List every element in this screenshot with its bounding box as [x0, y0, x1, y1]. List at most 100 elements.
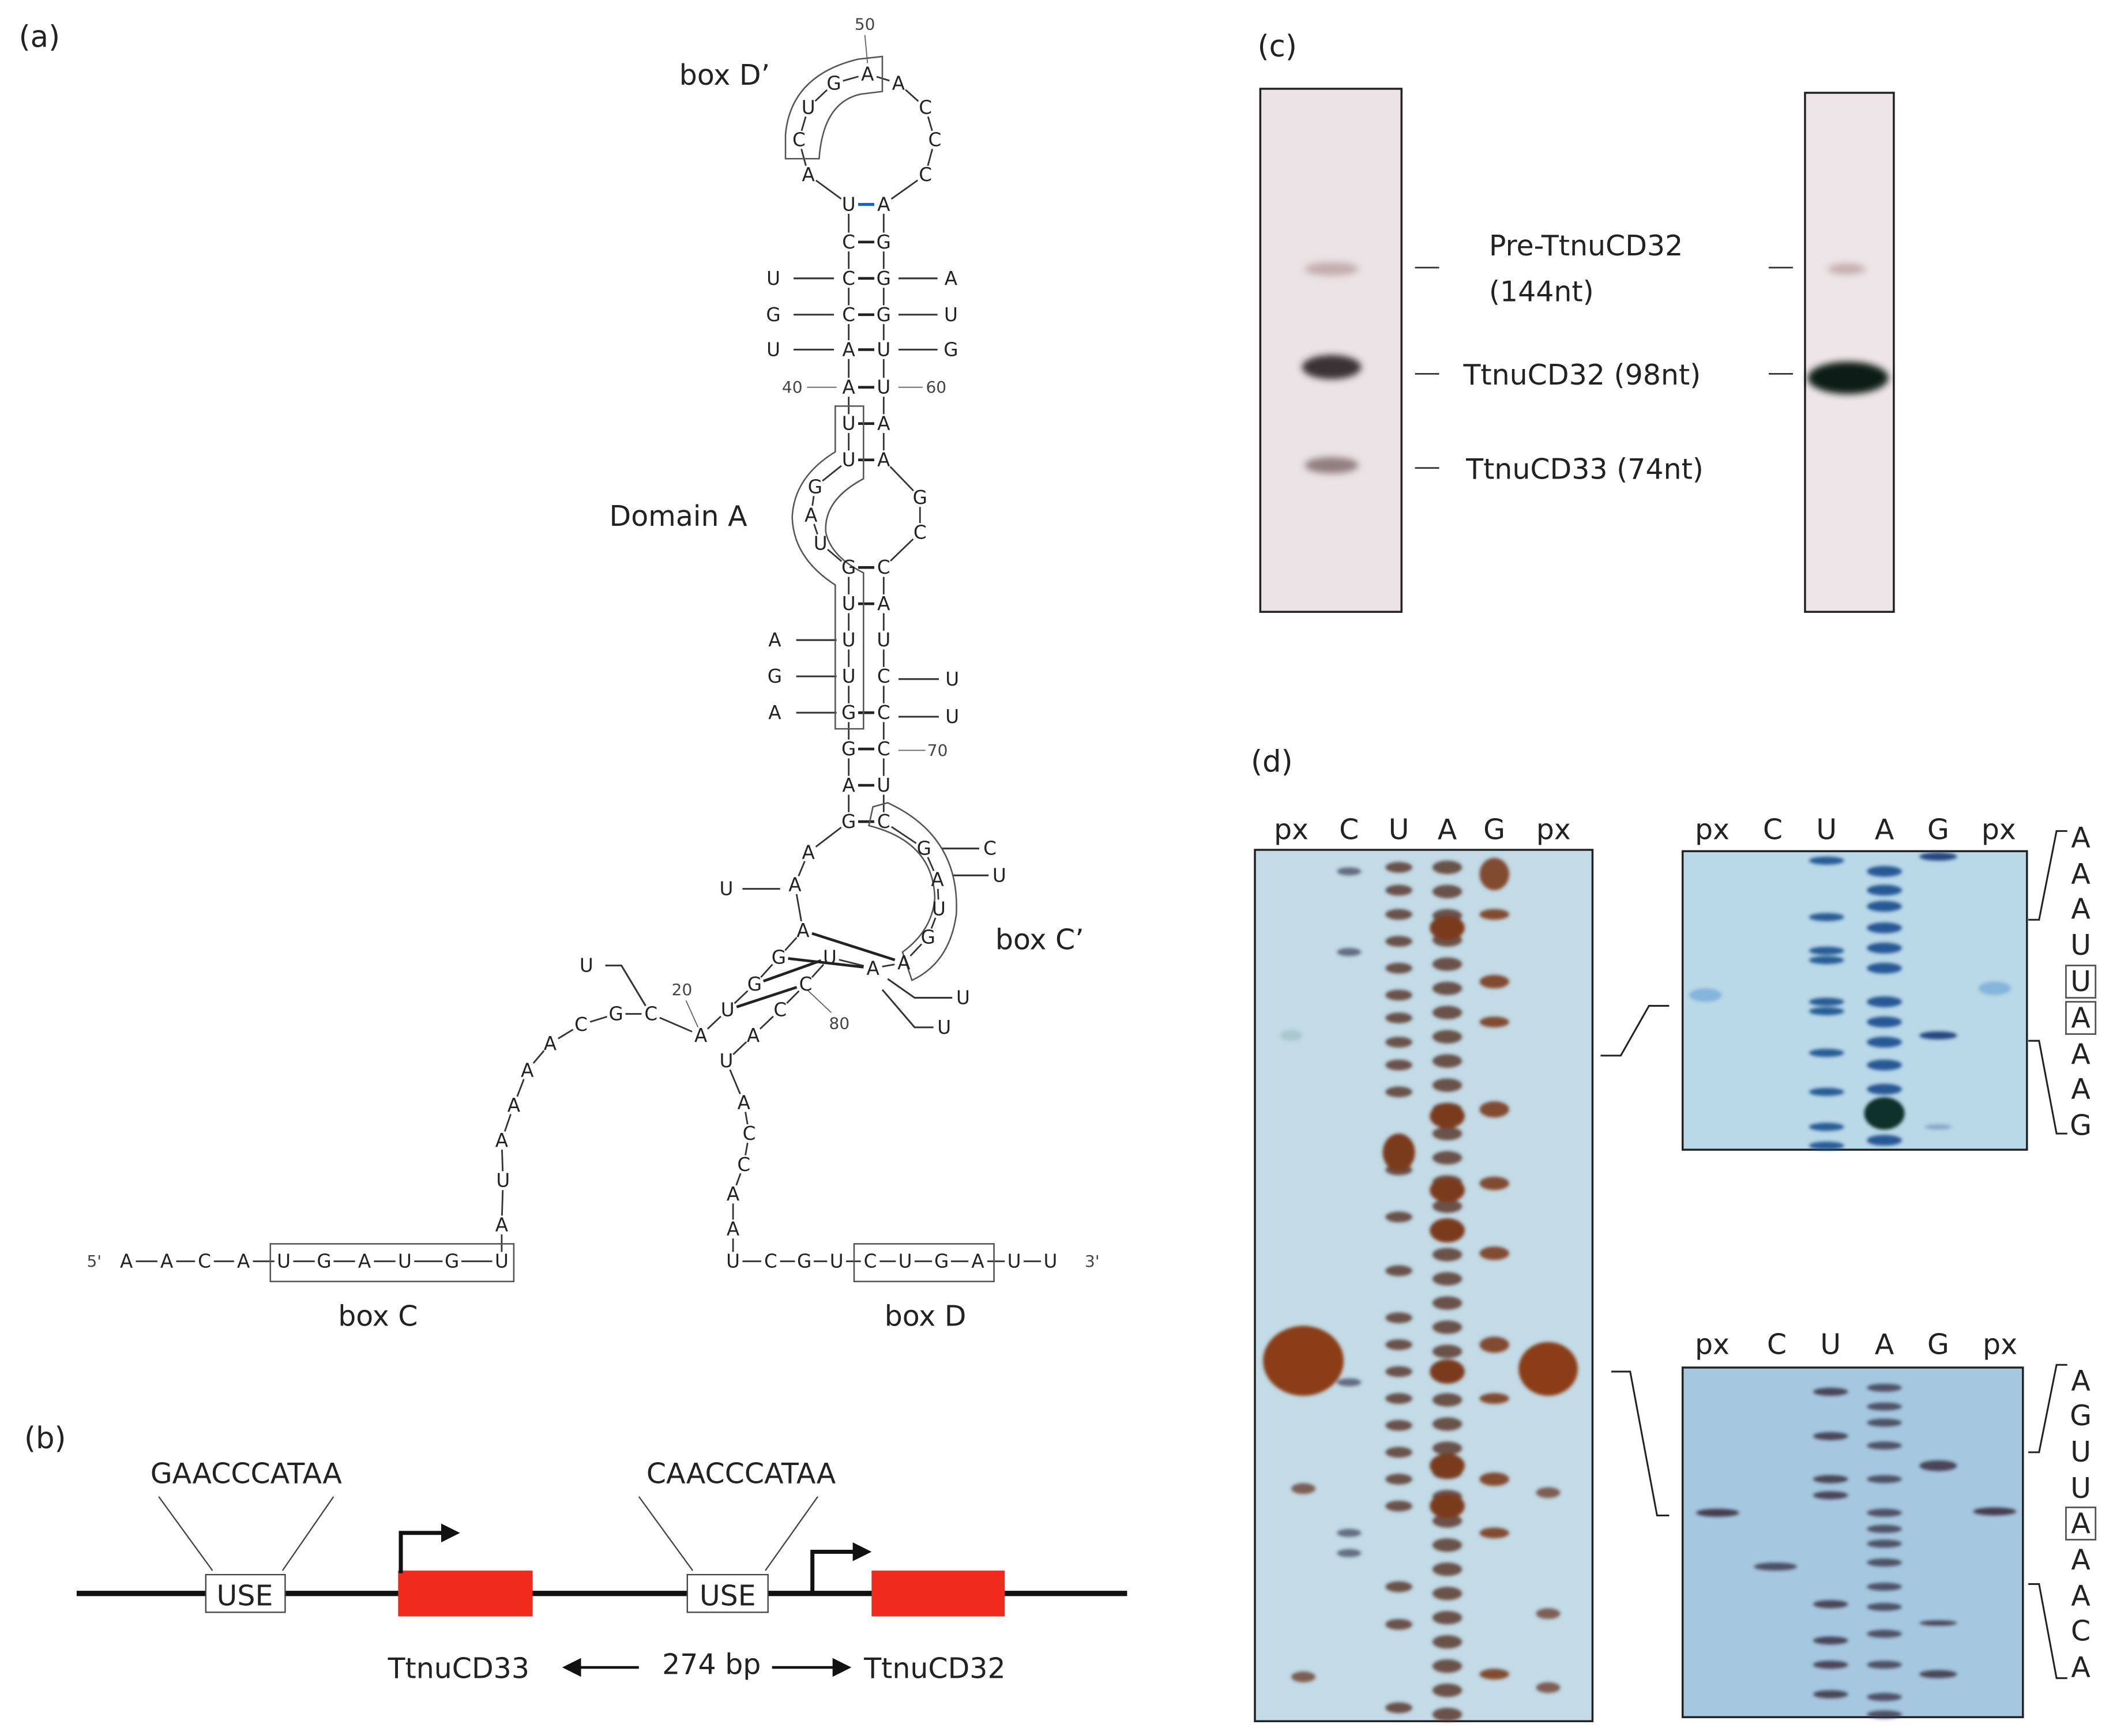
- gel-band: [1978, 981, 2011, 995]
- backbone-link: [659, 1016, 693, 1033]
- gel-band: [1479, 1393, 1509, 1404]
- nucleotide: A: [747, 1025, 760, 1046]
- box-c-prime-outline: [868, 802, 957, 982]
- gel-band: [1867, 1539, 1902, 1548]
- distance-label: 274 bp: [662, 1648, 761, 1681]
- gel-band: [1291, 1483, 1315, 1494]
- sequence-letter: A: [2071, 1001, 2091, 1034]
- nucleotide: A: [802, 164, 815, 186]
- backbone-link: [890, 179, 919, 200]
- backbone-link: [760, 963, 773, 978]
- nucleotide: G: [913, 487, 927, 509]
- gel-band: [1479, 1336, 1509, 1353]
- gel-band: [1919, 1031, 1957, 1040]
- nucleotide: C: [574, 1014, 588, 1035]
- nucleotide: C: [764, 1251, 777, 1272]
- gel-band: [1754, 1562, 1797, 1571]
- backbone-link: [891, 826, 917, 844]
- gel-band: [1432, 1684, 1463, 1697]
- band-label-ttnucd33: TtnuCD33 (74nt): [1465, 453, 1704, 485]
- gel-band-px: [1518, 1342, 1578, 1396]
- gel-bottom-right: [1681, 1366, 2024, 1719]
- nucleotide: C: [919, 164, 932, 186]
- gel-band: [1432, 1635, 1463, 1649]
- backbone-link: [759, 1015, 774, 1030]
- gel-band: [1432, 1151, 1463, 1165]
- nucleotide: A: [897, 952, 911, 974]
- nucleotide: U: [877, 774, 890, 796]
- gel-band: [1382, 1134, 1415, 1172]
- gel-band: [1385, 909, 1412, 920]
- nucleotide: U: [1007, 1251, 1021, 1272]
- gel-band: [1385, 862, 1412, 873]
- gel-band: [1385, 1419, 1412, 1431]
- gene-label-ttnucd33: TtnuCD33: [388, 1652, 529, 1685]
- variant-nucleotide: U: [937, 1016, 951, 1038]
- variant-nucleotide: G: [766, 304, 780, 326]
- nucleotide: U: [495, 1251, 509, 1272]
- highlight-box: [2065, 1001, 2097, 1035]
- nucleotide: U: [932, 898, 946, 920]
- gel-band: [1385, 962, 1412, 974]
- gel-band: [1432, 1199, 1463, 1213]
- nucleotide: U: [842, 449, 856, 471]
- nucleotide: U: [830, 1251, 844, 1272]
- nucleotide: C: [644, 1003, 657, 1025]
- backbone-link: [795, 894, 802, 922]
- base-pair-bond: [762, 959, 822, 982]
- variant-nucleotide: U: [766, 268, 780, 289]
- nucleotide: C: [877, 738, 890, 760]
- gel-band: [1809, 1123, 1844, 1131]
- sequence-letter: U: [2070, 929, 2091, 962]
- gel-band: [1867, 1508, 1902, 1517]
- gel-band: [1867, 1710, 1902, 1719]
- use-label-left: USE: [217, 1580, 273, 1613]
- nucleotide: U: [398, 1251, 412, 1272]
- band-label-ttnucd32: TtnuCD32 (98nt): [1463, 359, 1701, 391]
- gel-band: [1291, 1671, 1315, 1682]
- gel-band: [1867, 1524, 1902, 1533]
- gel-band: [1867, 1037, 1902, 1048]
- gel-band: [1337, 948, 1362, 957]
- backbone-link: [927, 116, 933, 131]
- lane-label: G: [1927, 1328, 1949, 1361]
- backbone-link: [843, 76, 859, 82]
- sequence-letter: A: [2071, 1580, 2091, 1613]
- northern-blot: Pre-TtnuCD32 (144nt) TtnuCD32 (98nt) Ttn…: [1259, 88, 1895, 613]
- sequence-letter: A: [2071, 1651, 2091, 1684]
- use-box-left: [205, 1573, 286, 1613]
- gel-band: [1385, 1474, 1412, 1485]
- domain-a-outline: [791, 405, 864, 730]
- gel-band: [1432, 1078, 1463, 1092]
- nucleotide: A: [866, 957, 879, 979]
- use-box-right: [686, 1573, 769, 1613]
- gel-band: [1813, 1690, 1848, 1699]
- gel-band: [1385, 1211, 1412, 1223]
- sequence-letter: C: [2071, 1614, 2091, 1647]
- backbone-link: [732, 1041, 747, 1055]
- nucleotide: C: [737, 1154, 750, 1176]
- gel-band: [1809, 946, 1844, 955]
- backbone-link: [927, 857, 935, 871]
- position-20: 20: [672, 980, 693, 999]
- gel-band: [1924, 1124, 1952, 1130]
- gel-band: [1867, 1583, 1902, 1591]
- gel-band: [1432, 1587, 1463, 1601]
- gel-band: [1813, 1387, 1848, 1396]
- gel-band: [1867, 942, 1902, 954]
- gel-band: [1919, 1670, 1957, 1678]
- nucleotide: G: [877, 231, 891, 253]
- gel-band: [1867, 1083, 1902, 1095]
- gel-band: [1432, 1393, 1463, 1407]
- gel-band: [1809, 997, 1844, 1006]
- nucleotide: C: [928, 129, 942, 151]
- nucleotide: U: [277, 1251, 291, 1272]
- gel-band: [1867, 962, 1902, 974]
- lane-label: U: [1389, 813, 1409, 846]
- panel-a-label: (a): [19, 20, 60, 55]
- nucleotide: A: [521, 1060, 534, 1082]
- gel-band: [1432, 1054, 1463, 1068]
- box-c-label: box C: [338, 1300, 418, 1333]
- nucleotide: A: [544, 1033, 557, 1055]
